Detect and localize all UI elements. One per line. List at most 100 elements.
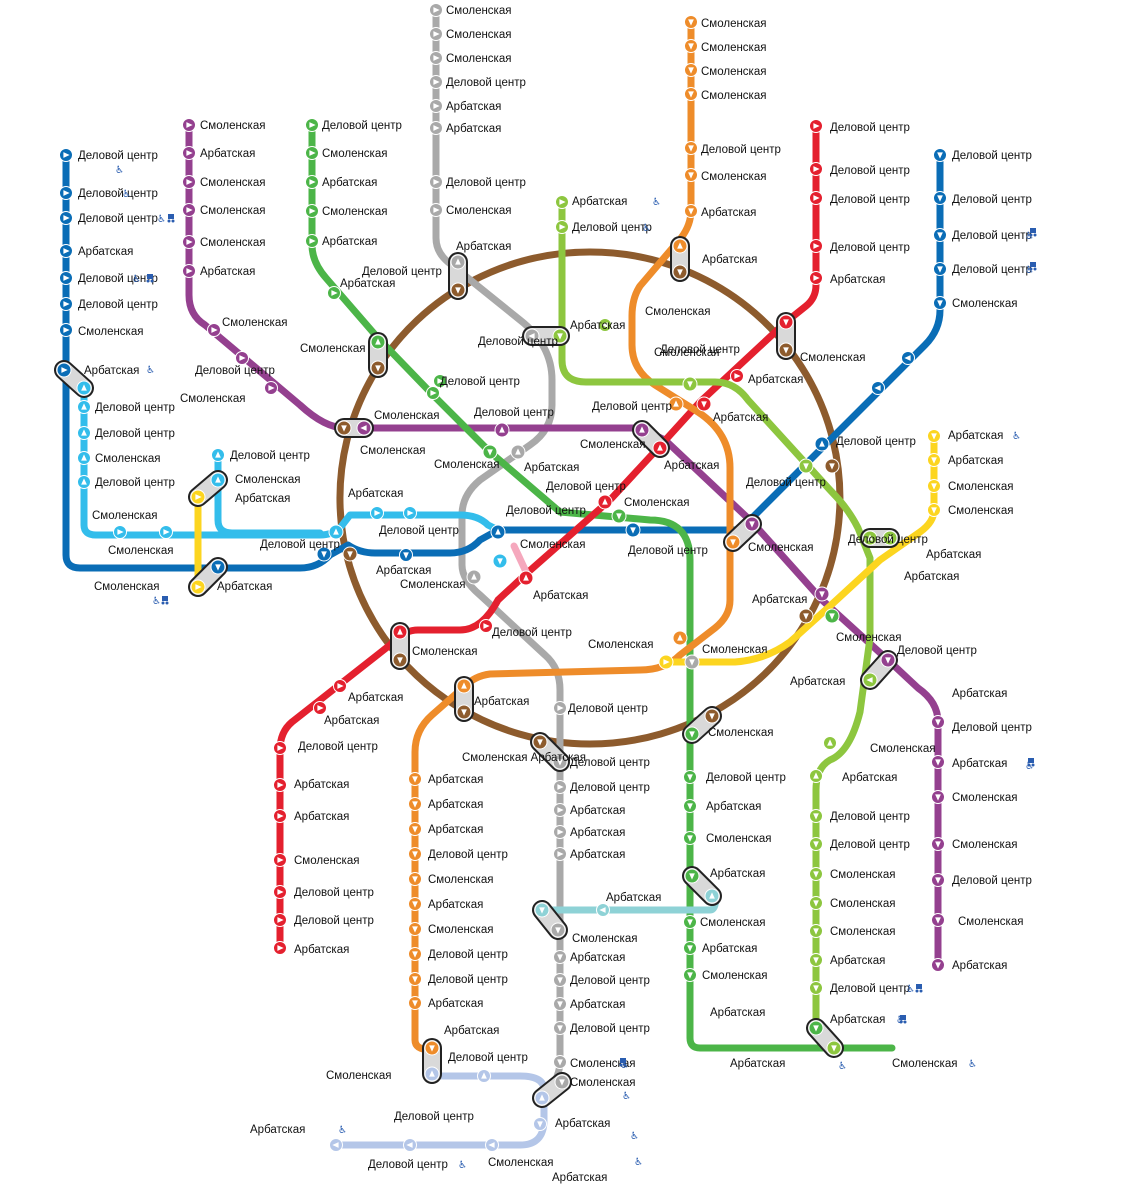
- transfer-hub[interactable]: [682, 866, 722, 906]
- station-marker[interactable]: [553, 1055, 567, 1069]
- station-marker[interactable]: [429, 99, 443, 113]
- station-label[interactable]: Деловой центр: [830, 165, 910, 177]
- station-label[interactable]: Арбатская: [830, 274, 885, 286]
- station-label[interactable]: Арбатская: [748, 374, 803, 386]
- station-label[interactable]: Деловой центр: [830, 242, 910, 254]
- transfer-hub[interactable]: [390, 622, 410, 670]
- station-marker[interactable]: [927, 503, 941, 517]
- station-marker[interactable]: [479, 619, 493, 633]
- station-marker[interactable]: [408, 996, 422, 1010]
- station-marker[interactable]: [403, 506, 417, 520]
- station-label[interactable]: Арбатская: [570, 849, 625, 861]
- station-marker[interactable]: [211, 448, 225, 462]
- station-label[interactable]: Смоленская: [800, 352, 865, 364]
- station-label[interactable]: Арбатская: [294, 779, 349, 791]
- station-label[interactable]: Арбатская: [713, 412, 768, 424]
- station-label[interactable]: Деловой центр: [952, 194, 1032, 206]
- station-label[interactable]: Деловой центр: [195, 365, 275, 377]
- station-marker[interactable]: [809, 867, 823, 881]
- transfer-hub[interactable]: [682, 706, 722, 744]
- station-label[interactable]: Смоленская: [200, 205, 265, 217]
- station-label[interactable]: Деловой центр: [95, 477, 175, 489]
- station-label[interactable]: Смоленская: [446, 53, 511, 65]
- station-label[interactable]: Деловой центр: [78, 299, 158, 311]
- station-label[interactable]: Деловой центр: [952, 722, 1032, 734]
- station-marker[interactable]: [553, 847, 567, 861]
- station-marker[interactable]: [823, 736, 837, 750]
- station-marker[interactable]: [730, 369, 744, 383]
- station-label[interactable]: Смоленская: [958, 916, 1023, 928]
- station-marker[interactable]: [273, 913, 287, 927]
- station-label[interactable]: Арбатская: [830, 1014, 885, 1026]
- station-label[interactable]: Смоленская: [108, 545, 173, 557]
- station-marker[interactable]: [182, 203, 196, 217]
- station-label[interactable]: Арбатская: [706, 801, 761, 813]
- station-label[interactable]: Смоленская: [830, 926, 895, 938]
- station-label[interactable]: Смоленская: [400, 579, 465, 591]
- station-label[interactable]: Деловой центр: [428, 849, 508, 861]
- station-marker[interactable]: [235, 351, 249, 365]
- station-marker[interactable]: [305, 175, 319, 189]
- station-marker[interactable]: [809, 953, 823, 967]
- station-marker[interactable]: [408, 797, 422, 811]
- station-label[interactable]: Смоленская: [322, 148, 387, 160]
- station-label[interactable]: Смоленская: [892, 1058, 957, 1070]
- station-label[interactable]: Арбатская: [524, 462, 579, 474]
- station-label[interactable]: Арбатская: [200, 148, 255, 160]
- station-label[interactable]: Деловой центр: [362, 266, 442, 278]
- station-label[interactable]: Арбатская: [570, 999, 625, 1011]
- station-label[interactable]: Деловой центр: [448, 1052, 528, 1064]
- station-label[interactable]: Арбатская: [555, 1118, 610, 1130]
- station-marker[interactable]: [477, 1069, 491, 1083]
- station-label[interactable]: Арбатская: [830, 955, 885, 967]
- station-label[interactable]: Смоленская: [701, 66, 766, 78]
- station-marker[interactable]: [933, 296, 947, 310]
- station-label[interactable]: Арбатская: [294, 811, 349, 823]
- station-marker[interactable]: [399, 548, 413, 562]
- station-marker[interactable]: [684, 87, 698, 101]
- station-label[interactable]: Смоленская: [488, 1157, 553, 1169]
- transfer-hub[interactable]: [422, 1038, 442, 1084]
- station-marker[interactable]: [553, 701, 567, 715]
- station-label[interactable]: Смоленская: [700, 917, 765, 929]
- station-marker[interactable]: [809, 981, 823, 995]
- station-marker[interactable]: [403, 1138, 417, 1152]
- station-marker[interactable]: [927, 479, 941, 493]
- station-marker[interactable]: [485, 1138, 499, 1152]
- station-label[interactable]: Деловой центр: [952, 150, 1032, 162]
- station-label[interactable]: Арбатская: [446, 101, 501, 113]
- transfer-hub[interactable]: [798, 436, 840, 474]
- station-label[interactable]: Деловой центр: [546, 481, 626, 493]
- station-marker[interactable]: [553, 825, 567, 839]
- station-label[interactable]: Арбатская: [570, 827, 625, 839]
- station-label[interactable]: Деловой центр: [478, 336, 558, 348]
- station-marker[interactable]: [77, 451, 91, 465]
- station-label[interactable]: Деловой центр: [568, 703, 648, 715]
- station-label[interactable]: Арбатская: [428, 774, 483, 786]
- station-marker[interactable]: [553, 780, 567, 794]
- station-label[interactable]: Деловой центр: [428, 974, 508, 986]
- station-label[interactable]: Смоленская: [374, 410, 439, 422]
- station-label[interactable]: Арбатская: [348, 692, 403, 704]
- station-label[interactable]: Смоленская: [948, 481, 1013, 493]
- station-label[interactable]: Деловой центр: [628, 545, 708, 557]
- station-label[interactable]: Деловой центр: [379, 525, 459, 537]
- station-label[interactable]: Деловой центр: [830, 983, 910, 995]
- station-label[interactable]: Деловой центр: [952, 875, 1032, 887]
- station-marker[interactable]: [429, 175, 443, 189]
- station-marker[interactable]: [684, 168, 698, 182]
- station-label[interactable]: Деловой центр: [440, 376, 520, 388]
- station-label[interactable]: Арбатская: [340, 278, 395, 290]
- station-marker[interactable]: [931, 913, 945, 927]
- transfer-hub[interactable]: [532, 900, 568, 940]
- station-label[interactable]: Арбатская: [200, 266, 255, 278]
- station-label[interactable]: Арбатская: [428, 799, 483, 811]
- station-label[interactable]: Арбатская: [322, 236, 377, 248]
- station-marker[interactable]: [553, 803, 567, 817]
- transfer-hub[interactable]: [522, 326, 570, 346]
- station-label[interactable]: Смоленская: [702, 644, 767, 656]
- station-label[interactable]: Арбатская: [428, 824, 483, 836]
- station-marker[interactable]: [408, 972, 422, 986]
- transfer-hub[interactable]: [632, 420, 670, 458]
- station-label[interactable]: Смоленская: [748, 542, 813, 554]
